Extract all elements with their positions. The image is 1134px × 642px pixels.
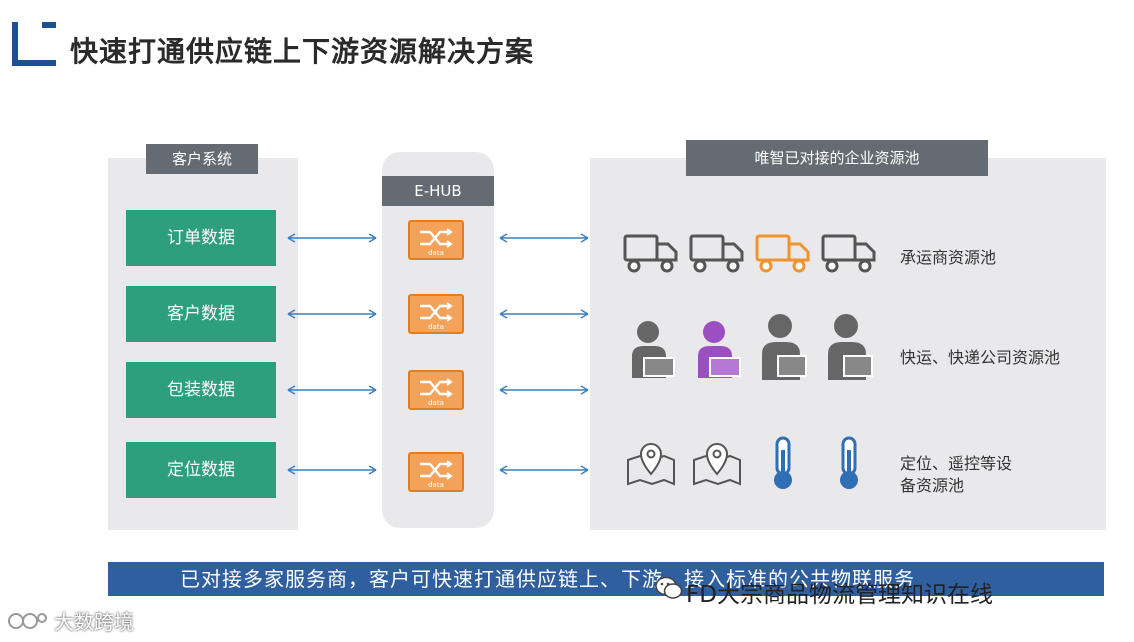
watermark-logo-icon [8, 613, 47, 629]
data-shuffle-icon: data [408, 370, 464, 410]
thermometer-icon [840, 436, 858, 489]
order-data-box: 订单数据 [126, 210, 276, 266]
device-pool-label-line1: 定位、遥控等设 [900, 454, 1013, 473]
truck-icon [821, 234, 876, 273]
device-pool-label-line2: 备资源池 [900, 476, 965, 495]
bidirectional-arrow [287, 385, 377, 395]
bidirectional-arrow [499, 233, 589, 243]
location-data-box: 定位数据 [126, 442, 276, 498]
client-system-header: 客户系统 [146, 144, 258, 174]
courier-icon-purple [698, 321, 741, 378]
bidirectional-arrow [499, 385, 589, 395]
page-title: 快速打通供应链上下游资源解决方案 [70, 35, 535, 68]
map-pin-icon [693, 443, 741, 486]
truck-icon-orange [755, 234, 810, 273]
courier-icon [762, 314, 807, 380]
ehub-header: E-HUB [382, 176, 494, 206]
bidirectional-arrow [287, 233, 377, 243]
summary-banner: 已对接多家服务商，客户可快速打通供应链上、下游，接入标准的公共物联服务 [108, 562, 1104, 596]
svg-text:data: data [428, 249, 444, 257]
watermark-left: 大数跨境 [54, 610, 134, 634]
bidirectional-arrow [499, 465, 589, 475]
courier-icon [632, 321, 675, 378]
courier-pool-label: 快运、快递公司资源池 [900, 348, 1061, 367]
resource-pool-header: 唯智已对接的企业资源池 [686, 140, 988, 176]
bidirectional-arrow [287, 309, 377, 319]
bidirectional-arrow [499, 309, 589, 319]
truck-icon [623, 234, 678, 273]
bidirectional-arrow [287, 465, 377, 475]
packaging-data-box: 包装数据 [126, 362, 276, 418]
thermometer-icon [774, 436, 792, 489]
title-bracket-icon [12, 22, 56, 66]
customer-data-box: 客户数据 [126, 286, 276, 342]
svg-text:data: data [428, 399, 444, 407]
data-shuffle-icon: data [408, 452, 464, 492]
watermark-right: FD大宗商品物流管理知识在线 [686, 582, 993, 608]
svg-text:data: data [428, 481, 444, 489]
svg-text:data: data [428, 323, 444, 331]
data-shuffle-icon: data [408, 294, 464, 334]
carrier-pool-label: 承运商资源池 [900, 248, 997, 267]
truck-icon [689, 234, 744, 273]
map-pin-icon [627, 443, 675, 486]
wechat-icon [655, 576, 683, 599]
courier-icon [828, 314, 873, 380]
data-shuffle-icon: data [408, 220, 464, 260]
